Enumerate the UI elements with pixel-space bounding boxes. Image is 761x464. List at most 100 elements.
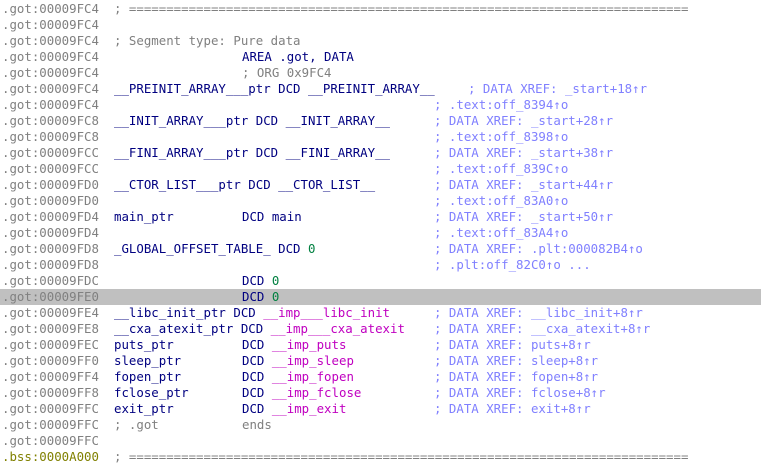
disasm-line[interactable]: .got:00009FD0; .text:off_83A0↑o xyxy=(0,193,761,209)
xref-comment[interactable]: ; DATA XREF: _start+28↑r xyxy=(434,113,613,129)
disasm-line[interactable]: .got:00009FE4__libc_init_ptr DCD __imp__… xyxy=(0,305,761,321)
disasm-line[interactable]: .got:00009FFC xyxy=(0,433,761,449)
line-operand[interactable]: fclose_ptr xyxy=(114,385,189,401)
line-operand[interactable]: DCD __imp_exit xyxy=(242,401,346,417)
line-operand[interactable]: __FINI_ARRAY___ptr DCD __FINI_ARRAY__ xyxy=(114,145,390,161)
import-symbol[interactable]: __imp___libc_init xyxy=(263,305,391,320)
xref-comment[interactable]: ; DATA XREF: __libc_init+8↑r xyxy=(434,305,643,321)
disasm-line[interactable]: .got:00009FC4; =========================… xyxy=(0,1,761,17)
import-symbol[interactable]: __imp_puts xyxy=(271,337,347,352)
import-symbol[interactable]: __imp___cxa_atexit xyxy=(270,321,405,336)
xref-comment[interactable]: ; .plt:off_82C0↑o ... xyxy=(434,257,591,273)
xref-comment[interactable]: ; DATA XREF: _start+44↑r xyxy=(434,177,613,193)
numeric-operand: 0 xyxy=(271,289,280,304)
line-address: .got:00009FD4 xyxy=(2,225,99,240)
disasm-line[interactable]: .got:00009FC4 AREA .got, DATA xyxy=(0,49,761,65)
line-comment[interactable]: ends xyxy=(242,417,272,433)
xref-comment-text: ; DATA XREF: _start+38↑r xyxy=(434,145,614,160)
disasm-line[interactable]: .got:00009FF8 fclose_ptr DCD __imp_fclose;… xyxy=(0,385,761,401)
line-comment[interactable]: ; ======================================… xyxy=(114,449,688,464)
line-operand-text: fclose_ptr xyxy=(114,385,189,400)
xref-comment-text: ; DATA XREF: puts+8↑r xyxy=(434,337,591,352)
line-operand[interactable]: __libc_init_ptr DCD __imp___libc_init xyxy=(114,305,390,321)
line-operand[interactable]: DCD __imp_sleep xyxy=(242,353,354,369)
line-operand[interactable]: main_ptr xyxy=(114,209,174,225)
line-address: .got:00009FEC xyxy=(2,337,99,352)
import-symbol[interactable]: __imp_sleep xyxy=(271,353,354,368)
line-operand-text: fopen_ptr xyxy=(114,369,182,384)
xref-comment[interactable]: ; DATA XREF: .plt:000082B4↑o xyxy=(434,241,643,257)
line-comment[interactable]: ; ======================================… xyxy=(114,1,688,17)
disasm-line[interactable]: .got:00009FCC ; .text:off_839C↑o xyxy=(0,161,761,177)
line-address: .got:00009FCC xyxy=(2,161,99,176)
import-symbol[interactable]: __imp_fopen xyxy=(271,369,354,384)
xref-comment[interactable]: ; DATA XREF: _start+50↑r xyxy=(434,209,613,225)
xref-comment[interactable]: ; DATA XREF: _start+18↑r xyxy=(468,81,647,97)
disasm-line[interactable]: .got:00009FCC__FINI_ARRAY___ptr DCD __FI… xyxy=(0,145,761,161)
line-operand[interactable]: DCD main xyxy=(242,209,302,225)
line-comment[interactable]: ; ORG 0x9FC4 xyxy=(242,65,332,81)
disasm-line[interactable]: .got:00009FC8; .text:off_8398↑o xyxy=(0,129,761,145)
line-operand[interactable]: sleep_ptr xyxy=(114,353,181,369)
line-operand[interactable]: __CTOR_LIST___ptr DCD __CTOR_LIST__ xyxy=(114,177,375,193)
disasm-line[interactable]: .got:00009FEC puts_ptr DCD __imp_puts ; DAT… xyxy=(0,337,761,353)
line-operand[interactable]: DCD __imp_puts xyxy=(242,337,346,353)
xref-comment-text: ; DATA XREF: sleep+8↑r xyxy=(434,353,599,368)
line-operand[interactable]: __INIT_ARRAY___ptr DCD __INIT_ARRAY__ xyxy=(114,113,390,129)
import-symbol[interactable]: __imp_exit xyxy=(271,401,347,416)
disasm-line[interactable]: .got:00009FC4 xyxy=(0,17,761,33)
disasm-line[interactable]: .bss:0000A000; =========================… xyxy=(0,449,761,464)
xref-comment[interactable]: ; DATA XREF: exit+8↑r xyxy=(434,401,591,417)
xref-comment[interactable]: ; .text:off_83A0↑o xyxy=(434,193,568,209)
disasm-line[interactable]: .got:00009FC8__INIT_ARRAY___ptr DCD __IN… xyxy=(0,113,761,129)
xref-comment-text: ; DATA XREF: exit+8↑r xyxy=(434,401,591,416)
xref-comment[interactable]: ; DATA XREF: puts+8↑r xyxy=(434,337,591,353)
line-operand[interactable]: _GLOBAL_OFFSET_TABLE_ DCD 0 xyxy=(114,241,315,257)
xref-comment[interactable]: ; DATA XREF: fopen+8↑r xyxy=(434,369,598,385)
disasm-line[interactable]: .got:00009FD4 ; .text:off_83A4↑o xyxy=(0,225,761,241)
line-operand-text: exit_ptr xyxy=(114,401,174,416)
disasm-line[interactable]: .got:00009FC4__PREINIT_ARRAY___ptr DCD _… xyxy=(0,81,761,97)
import-symbol[interactable]: __imp_fclose xyxy=(271,385,362,400)
line-operand[interactable]: DCD __imp_fopen xyxy=(242,369,354,385)
line-operand[interactable]: DCD __imp_fclose xyxy=(242,385,361,401)
line-comment[interactable]: ; .got xyxy=(114,417,159,433)
line-address: .got:00009FF8 xyxy=(2,385,99,400)
xref-comment-text: ; DATA XREF: fopen+8↑r xyxy=(434,369,599,384)
line-operand[interactable]: __cxa_atexit_ptr DCD __imp___cxa_atexit xyxy=(114,321,405,337)
xref-comment[interactable]: ; DATA XREF: _start+38↑r xyxy=(434,145,613,161)
line-comment[interactable]: ; Segment type: Pure data xyxy=(114,33,301,49)
disasm-line[interactable]: .got:00009FF4 fopen_ptr DCD __imp_fopen ; D… xyxy=(0,369,761,385)
xref-comment[interactable]: ; DATA XREF: sleep+8↑r xyxy=(434,353,598,369)
line-operand[interactable]: exit_ptr xyxy=(114,401,174,417)
line-operand[interactable]: AREA .got, DATA xyxy=(242,49,354,65)
disasm-line[interactable]: .got:00009FC4; ORG 0x9FC4 xyxy=(0,65,761,81)
line-address: .got:00009FF4 xyxy=(2,369,99,384)
line-operand[interactable]: DCD 0 xyxy=(242,273,279,289)
line-comment-text: ; ======================================… xyxy=(114,449,689,464)
line-address: .got:00009FC4 xyxy=(2,49,99,64)
xref-comment[interactable]: ; .text:off_8398↑o xyxy=(434,129,568,145)
line-operand[interactable]: __PREINIT_ARRAY___ptr DCD __PREINIT_ARRA… xyxy=(114,81,435,97)
disasm-line[interactable]: .got:00009FD8_GLOBAL_OFFSET_TABLE_ DCD 0… xyxy=(0,241,761,257)
xref-comment[interactable]: ; .text:off_83A4↑o xyxy=(434,225,568,241)
line-operand[interactable]: fopen_ptr xyxy=(114,369,181,385)
disasm-line[interactable]: .got:00009FC4; .text:off_8394↑o xyxy=(0,97,761,113)
xref-comment[interactable]: ; DATA XREF: __cxa_atexit+8↑r xyxy=(434,321,650,337)
xref-comment[interactable]: ; .text:off_839C↑o xyxy=(434,161,568,177)
line-operand[interactable]: DCD 0 xyxy=(242,289,279,305)
disasm-line[interactable]: .got:00009FD0__CTOR_LIST___ptr DCD __CTO… xyxy=(0,177,761,193)
line-operand[interactable]: puts_ptr xyxy=(114,337,174,353)
xref-comment[interactable]: ; DATA XREF: fclose+8↑r xyxy=(434,385,606,401)
disasm-line[interactable]: .got:00009FD8; .plt:off_82C0↑o ... xyxy=(0,257,761,273)
disasm-line[interactable]: .got:00009FE8__cxa_atexit_ptr DCD __imp_… xyxy=(0,321,761,337)
disasm-line[interactable]: .got:00009FC4; Segment type: Pure data xyxy=(0,33,761,49)
xref-comment[interactable]: ; .text:off_8394↑o xyxy=(434,97,568,113)
